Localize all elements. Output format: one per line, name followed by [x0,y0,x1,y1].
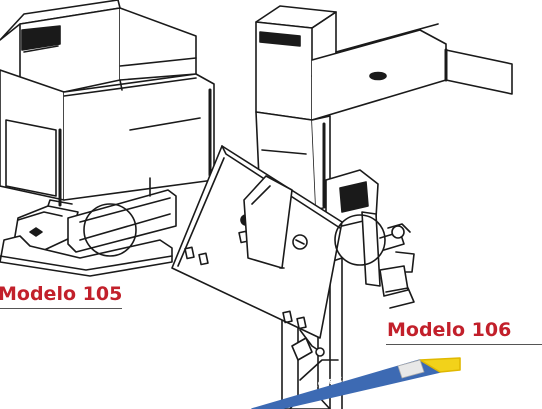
model-105-machine [0,0,215,277]
product-box [251,357,461,409]
model-106-label: Modelo 106 [387,319,512,341]
model-106-underline [386,344,542,345]
model-105-underline [0,308,122,309]
model-105-label: Modelo 105 [0,283,123,305]
model-106-machine [171,5,513,409]
